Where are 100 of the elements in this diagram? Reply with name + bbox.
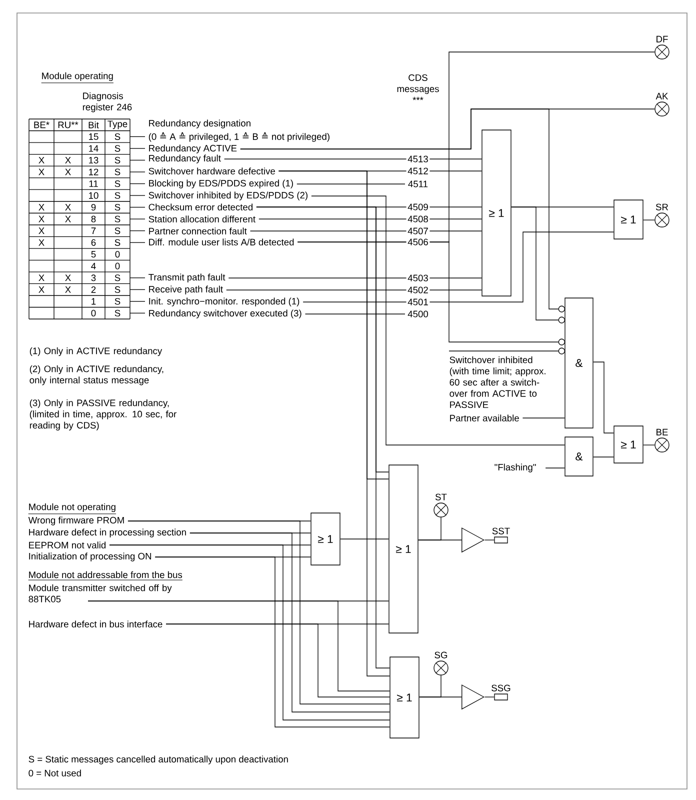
type-code: 0 — [115, 262, 120, 270]
output-terminal: SST — [492, 528, 510, 544]
edge-label: 4509 — [406, 202, 430, 212]
type-code: S — [114, 168, 120, 176]
signal-label: Init. synchro−monitor. responded (1) — [149, 298, 300, 306]
signal-label: Receive path fault — [149, 286, 223, 294]
flag-mark: X — [65, 168, 71, 176]
edge-label: 4507 — [406, 226, 430, 236]
column-header: RU** — [58, 122, 78, 128]
flag-mark: X — [38, 239, 44, 246]
signal-label: Redundancy ACTIVE — [149, 144, 237, 154]
edge-label: 4503 — [406, 273, 430, 283]
node-label: AK — [656, 92, 668, 100]
bit-number: 0 — [91, 310, 96, 316]
flag-mark: X — [38, 228, 44, 234]
signal-label: "Flashing" — [494, 464, 536, 472]
flag-mark: X — [38, 156, 44, 164]
signal-line — [340, 538, 389, 540]
flag-mark: X — [65, 156, 71, 164]
section-heading: Module not operating — [28, 503, 116, 514]
flag-mark: X — [38, 274, 44, 282]
bit-number: 3 — [91, 274, 96, 282]
signal-label: Blocking by EDS/PDDS expired (1) — [149, 180, 293, 188]
signal-line — [643, 444, 655, 446]
key-note: S = Static messages cancelled automatically upon deactivation — [28, 756, 288, 764]
signal-label: Module transmitter switched off by 88TK05 — [28, 584, 172, 602]
signal-label: Wrong firmware PROM — [28, 516, 124, 526]
signal-label: Transmit path fault — [148, 274, 226, 282]
indicator-lamp: DF — [654, 36, 670, 60]
signal-line — [128, 520, 390, 704]
logic-gate: & — [558, 298, 594, 428]
column-header: Type — [108, 120, 128, 130]
signal-line — [418, 517, 442, 540]
signal-label: Hardware defect in bus interface — [29, 620, 162, 628]
node-label: SR — [656, 204, 668, 210]
type-code: S — [114, 274, 120, 282]
node-label: SSG — [492, 684, 510, 692]
bit-number: 1 — [92, 298, 96, 305]
signal-line — [258, 218, 482, 220]
logic-gate: ≥ 1 — [482, 130, 512, 296]
signal-line — [240, 108, 559, 310]
bit-number: 15 — [89, 133, 98, 140]
node-label: SG — [434, 652, 448, 658]
node-label: BE — [656, 428, 668, 436]
signal-line — [297, 242, 559, 342]
node-label: SST — [492, 528, 510, 534]
bit-number: 2 — [91, 286, 96, 293]
indicator-lamp: ST — [434, 494, 448, 518]
signal-line — [109, 544, 390, 720]
signal-line — [419, 675, 442, 698]
signal-line — [224, 158, 482, 160]
flag-mark: X — [65, 216, 71, 222]
output-terminal: SSG — [492, 684, 510, 700]
signal-label: Partner connection fault — [149, 228, 247, 234]
edge-label: 4513 — [406, 154, 430, 164]
type-code: S — [114, 133, 120, 140]
signal-line — [511, 206, 559, 320]
indicator-lamp: AK — [654, 92, 670, 116]
bit-number: 7 — [91, 228, 96, 234]
signal-line — [448, 350, 559, 352]
logic-gate: & — [564, 436, 594, 476]
signal-label: Redundancy designation — [149, 120, 250, 128]
bit-number: 11 — [89, 180, 98, 187]
signal-line — [278, 170, 390, 676]
signal-label: (0 ≙ A ≙ privileged, 1 ≙ B ≙ not privileged) — [148, 132, 330, 142]
edge-label: 4511 — [406, 179, 430, 189]
signal-line — [154, 556, 390, 728]
bit-number: 14 — [89, 145, 98, 152]
signal-line — [250, 230, 482, 232]
edge-label: 4508 — [406, 214, 430, 224]
bit-number: 10 — [89, 192, 98, 199]
signal-line — [484, 696, 494, 698]
logic-gate: ≥ 1 — [614, 200, 644, 240]
signal-label: Partner available — [450, 414, 519, 422]
section-heading: Module not addressable from the bus — [28, 571, 183, 580]
node-label: ST — [435, 494, 447, 500]
indicator-lamp: SR — [654, 204, 670, 228]
column-title: Diagnosis register 246 — [82, 92, 132, 112]
flag-mark: X — [38, 204, 44, 210]
bit-number: 6 — [91, 239, 96, 246]
type-code: S — [114, 145, 120, 152]
bit-number: 5 — [91, 251, 96, 258]
flag-mark: X — [38, 216, 44, 222]
signal-line — [302, 232, 614, 302]
section-heading: Module operating — [41, 72, 114, 84]
logic-gate: ≥ 1 — [388, 464, 418, 634]
signal-label: Switchover inhibited by EDS/PDDS (2) — [148, 192, 308, 200]
type-code: S — [114, 239, 120, 246]
edge-label: 4500 — [406, 309, 430, 319]
signal-label: EEPROM not valid — [29, 542, 106, 548]
bit-number: 8 — [91, 216, 96, 222]
type-code: S — [114, 180, 120, 188]
flag-mark: X — [38, 286, 44, 293]
bit-number: 9 — [91, 204, 96, 211]
type-code: S — [114, 156, 120, 164]
logic-gate: ≥ 1 — [614, 426, 644, 464]
indicator-lamp: BE — [654, 428, 670, 452]
flag-mark: X — [65, 204, 71, 210]
signal-label: Checksum error detected — [148, 204, 252, 210]
signal-line — [256, 206, 390, 668]
